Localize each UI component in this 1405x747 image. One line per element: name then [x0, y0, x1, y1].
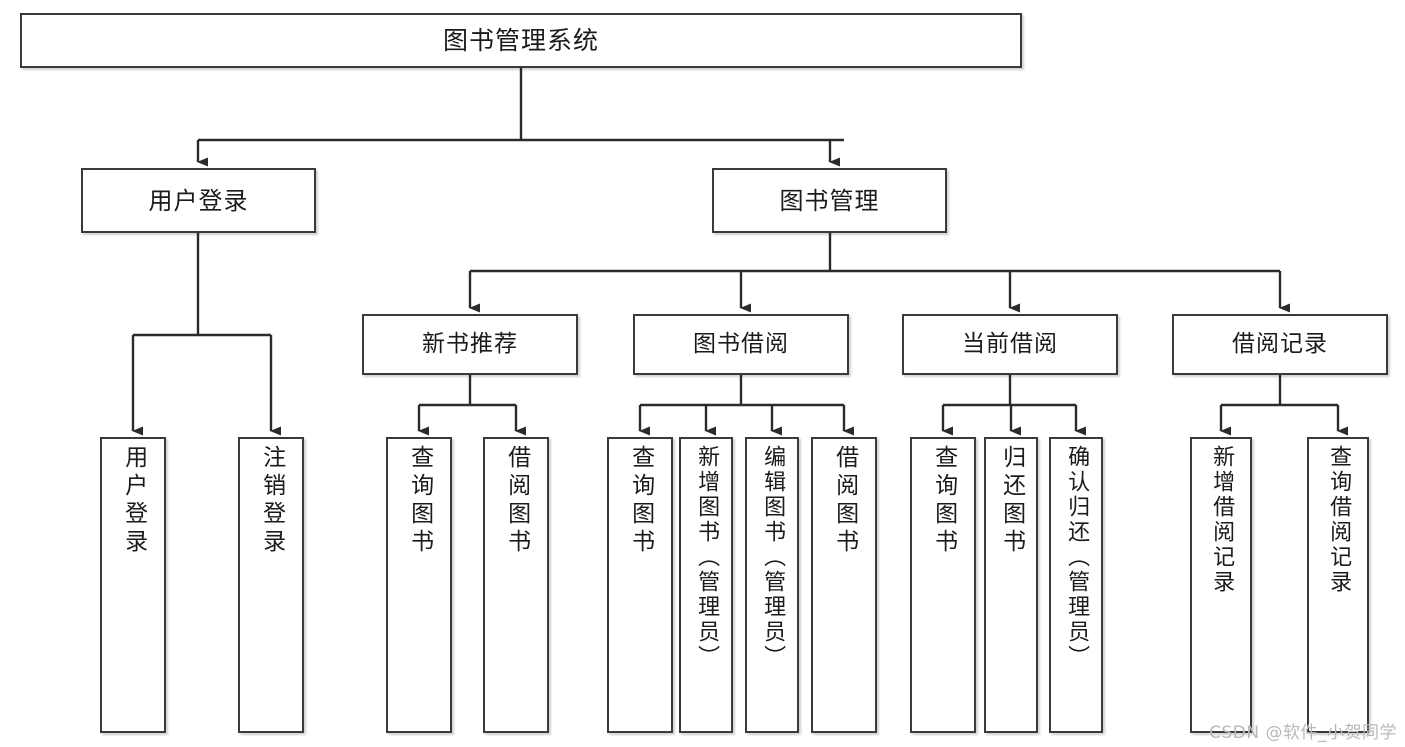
node-leaf-return-book-label: 归还图书 [998, 445, 1025, 557]
watermark: CSDN @软件_小贺同学 [1209, 723, 1397, 743]
node-leaf-query-record-label: 查询借阅记录 [1326, 445, 1352, 595]
node-leaf-add-book-label: 新增图书（管理员） [694, 445, 720, 670]
node-current-borrow-label: 当前借阅 [962, 331, 1058, 358]
node-leaf-add-record[interactable]: 新增借阅记录 [1190, 437, 1252, 733]
node-leaf-query-record[interactable]: 查询借阅记录 [1307, 437, 1369, 733]
node-leaf-user-login[interactable]: 用户登录 [100, 437, 166, 733]
node-leaf-borrow-book-rec[interactable]: 借阅图书 [483, 437, 549, 733]
node-current-borrow[interactable]: 当前借阅 [902, 314, 1118, 375]
node-book-borrow-label: 图书借阅 [693, 331, 789, 358]
node-leaf-return-book[interactable]: 归还图书 [984, 437, 1038, 733]
node-leaf-borrow-book-label: 借阅图书 [831, 445, 858, 557]
node-book-manage-label: 图书管理 [779, 186, 880, 215]
node-leaf-confirm-return-label: 确认归还（管理员） [1064, 445, 1090, 670]
node-book-borrow[interactable]: 图书借阅 [633, 314, 849, 375]
node-leaf-query-book-cur-label: 查询图书 [930, 445, 957, 557]
node-leaf-query-book-cur[interactable]: 查询图书 [910, 437, 976, 733]
node-leaf-borrow-book[interactable]: 借阅图书 [811, 437, 877, 733]
node-leaf-query-book-rec[interactable]: 查询图书 [386, 437, 452, 733]
node-new-book-rec[interactable]: 新书推荐 [362, 314, 578, 375]
node-user-login[interactable]: 用户登录 [81, 168, 316, 233]
node-leaf-confirm-return[interactable]: 确认归还（管理员） [1049, 437, 1103, 733]
node-root[interactable]: 图书管理系统 [20, 13, 1022, 68]
node-new-book-rec-label: 新书推荐 [422, 331, 518, 358]
node-user-login-label: 用户登录 [148, 186, 249, 215]
node-leaf-query-book-borrow-label: 查询图书 [627, 445, 654, 557]
node-leaf-logout[interactable]: 注销登录 [238, 437, 304, 733]
node-leaf-add-record-label: 新增借阅记录 [1209, 445, 1235, 595]
node-leaf-add-book[interactable]: 新增图书（管理员） [679, 437, 733, 733]
node-borrow-record[interactable]: 借阅记录 [1172, 314, 1388, 375]
node-leaf-query-book-borrow[interactable]: 查询图书 [607, 437, 673, 733]
node-leaf-logout-label: 注销登录 [258, 445, 285, 557]
node-root-label: 图书管理系统 [442, 25, 599, 55]
node-borrow-record-label: 借阅记录 [1232, 331, 1328, 358]
node-leaf-borrow-book-rec-label: 借阅图书 [503, 445, 530, 557]
node-leaf-user-login-label: 用户登录 [120, 445, 147, 557]
node-leaf-edit-book[interactable]: 编辑图书（管理员） [745, 437, 799, 733]
node-leaf-query-book-rec-label: 查询图书 [406, 445, 433, 557]
node-leaf-edit-book-label: 编辑图书（管理员） [760, 445, 786, 670]
node-book-manage[interactable]: 图书管理 [712, 168, 947, 233]
